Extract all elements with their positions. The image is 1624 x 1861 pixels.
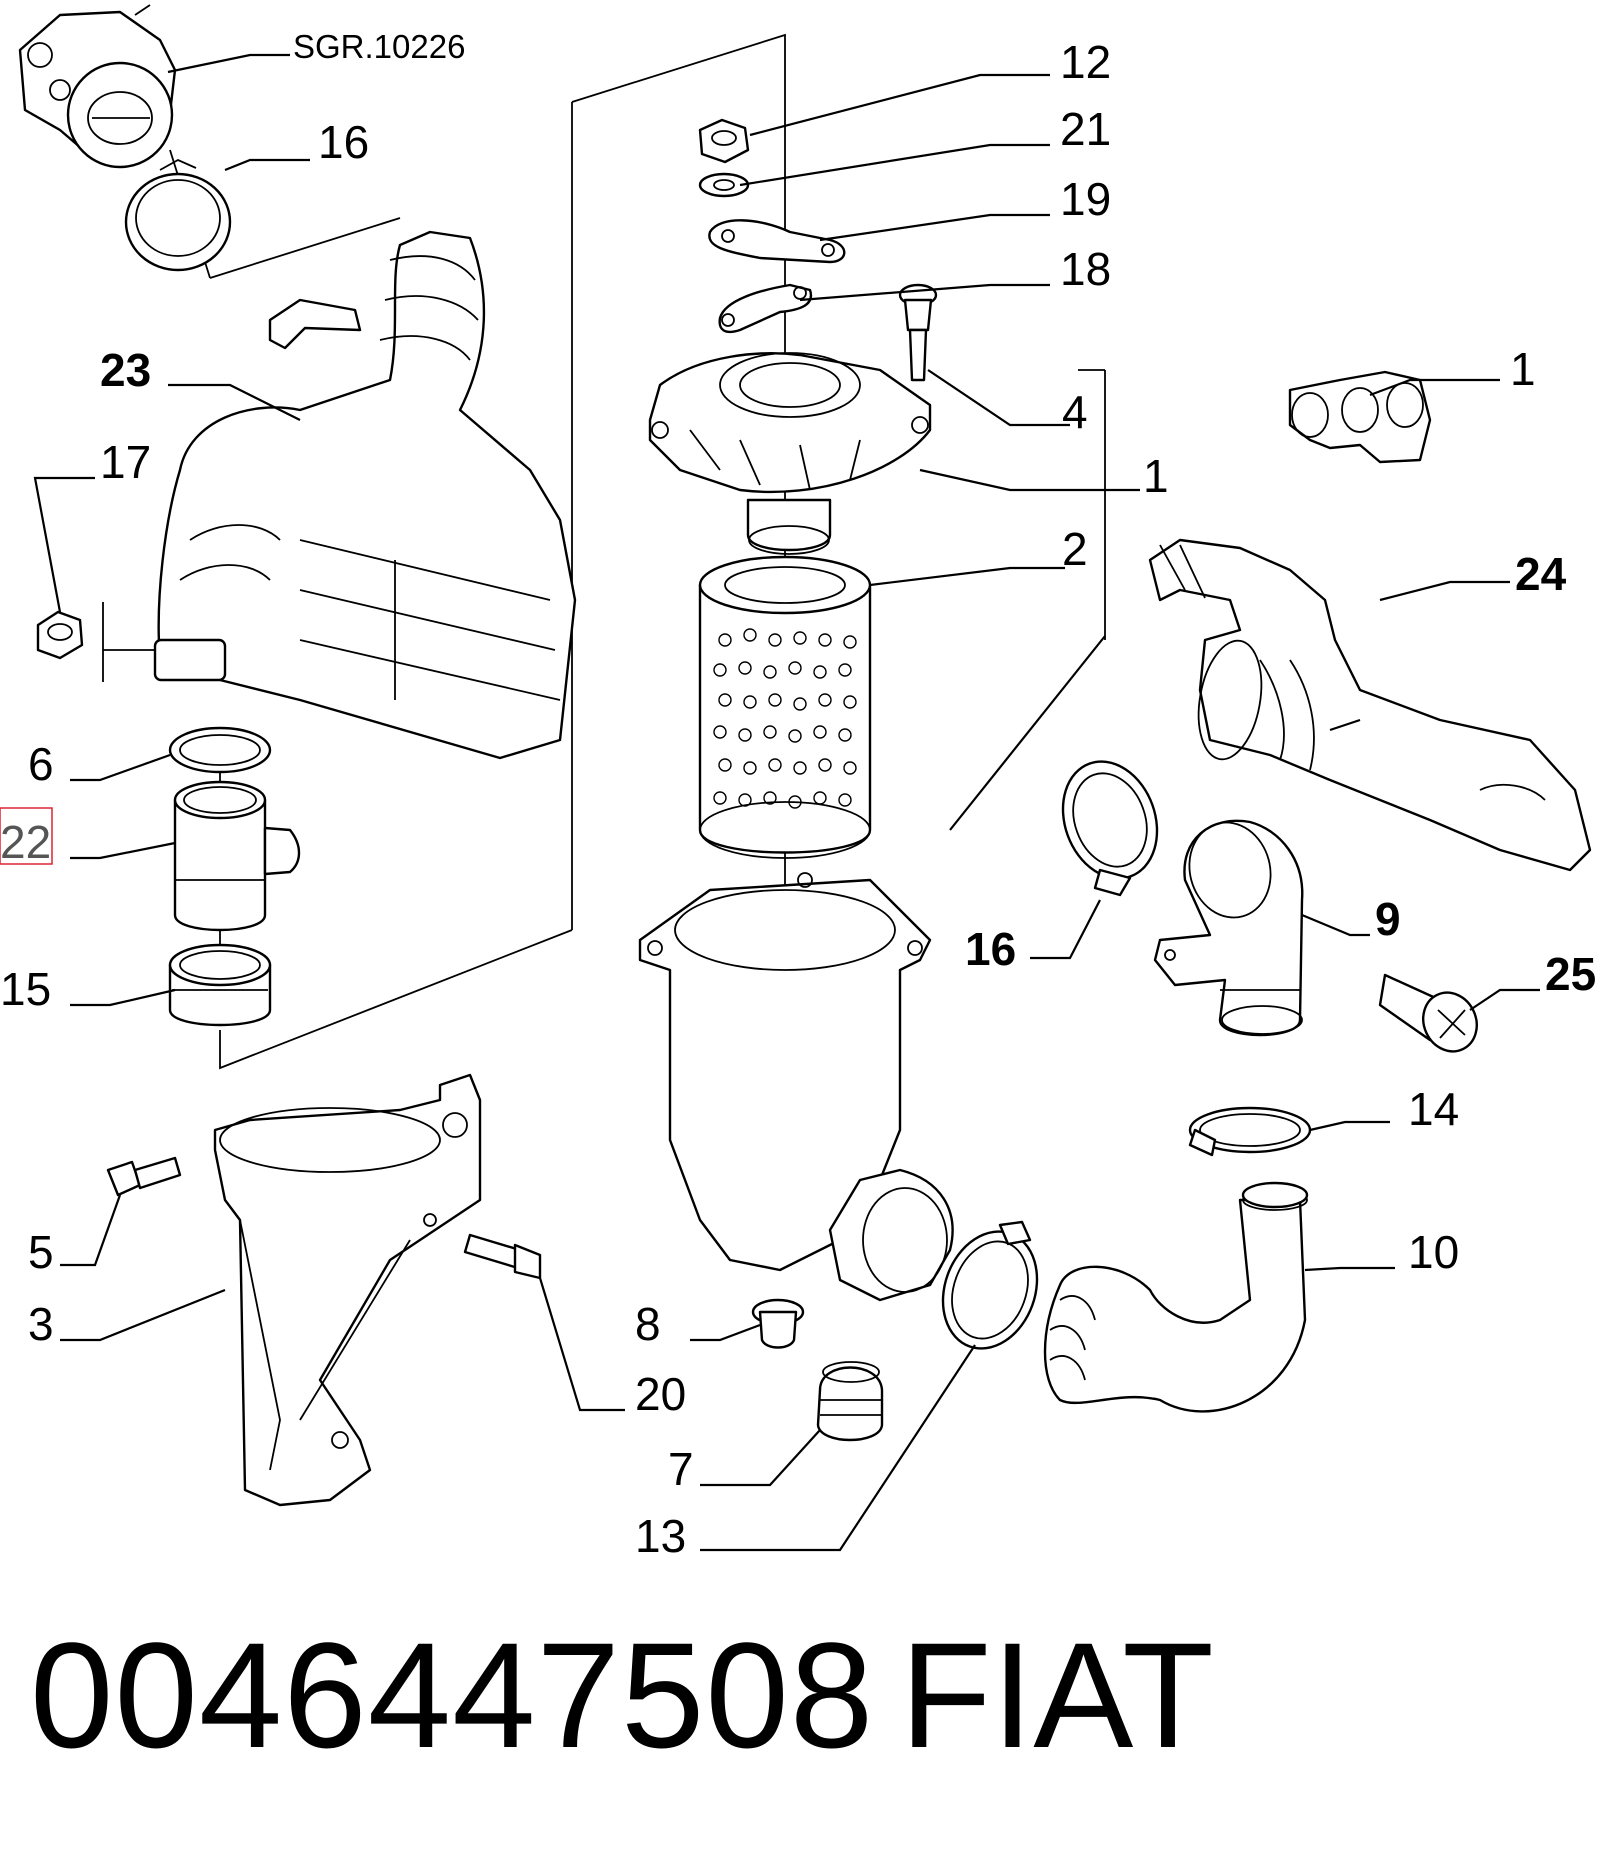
callout-7: 7 [668,1443,694,1495]
elbow-part-9 [1153,819,1304,1037]
clamp-part-16-middle [1061,760,1159,897]
part-number: 0046447508 [30,1611,875,1779]
callout-21: 21 [1060,103,1111,155]
clamp-part-14 [1188,1106,1312,1157]
callout-6: 6 [28,738,54,790]
callout-15: 15 [0,963,51,1015]
callout-2: 2 [1062,523,1088,575]
callout-10: 10 [1408,1226,1459,1278]
callout-24: 24 [1515,548,1567,600]
air-hose-and-resonator-part-23 [153,230,577,760]
callout-9: 9 [1375,893,1401,945]
sleeve-part-15 [168,943,272,1027]
intake-duct-part-24 [1148,538,1592,872]
cap-part-7 [816,1361,884,1442]
callout-17: 17 [100,436,151,488]
clip-part-1-right [1288,370,1432,464]
reference-code: SGR.10226 [293,28,465,65]
valve-part-8 [751,1298,805,1349]
callout-19: 19 [1060,173,1111,225]
air-flow-meter-part-22 [173,780,301,932]
screw-part-4 [898,283,938,382]
bolt-part-5 [106,1156,182,1197]
callout-labels: 12 21 19 18 16 23 17 4 1 1 2 24 6 22 15 … [0,36,1596,1562]
nut-part-17 [36,610,84,660]
callout-13: 13 [635,1510,686,1562]
filter-element-part-2 [698,555,872,859]
clamp-part-16-top [124,158,232,272]
bracket-part-19 [708,219,846,264]
exploded-view-drawing: SGR.10226 12 21 19 18 16 23 17 4 1 1 2 2… [0,4,1596,1562]
callout-22-highlight: 22 [0,807,53,868]
screw-part-25 [1378,973,1478,1053]
bolt-part-20 [463,1233,542,1280]
filter-housing-part [638,872,954,1302]
duct-part-10 [1043,1181,1309,1413]
callout-14: 14 [1408,1083,1459,1135]
callout-16-middle: 16 [965,923,1016,975]
callout-22: 22 [0,816,51,868]
callout-5: 5 [28,1226,54,1278]
filter-cover-part-1 [648,352,932,555]
callout-4: 4 [1062,386,1088,438]
throttle-body-part [18,4,177,169]
clamp-part-13 [941,1220,1039,1350]
leader-lines [33,53,1540,1552]
callout-3: 3 [28,1298,54,1350]
brand-name: FIAT [900,1611,1214,1779]
callout-18: 18 [1060,243,1111,295]
seal-part-6 [168,726,272,774]
callout-23: 23 [100,344,151,396]
nut-part-12 [698,118,750,164]
washer-part-21 [698,172,750,198]
callout-25: 25 [1545,948,1596,1000]
callout-8: 8 [635,1298,661,1350]
callout-12: 12 [1060,36,1111,88]
callout-20: 20 [635,1368,686,1420]
support-bracket-part-3 [213,1073,482,1507]
bracket-part-18 [718,283,813,334]
callout-1-clip: 1 [1510,343,1536,395]
callout-16-top: 16 [318,116,369,168]
callout-1-cover: 1 [1143,450,1169,502]
